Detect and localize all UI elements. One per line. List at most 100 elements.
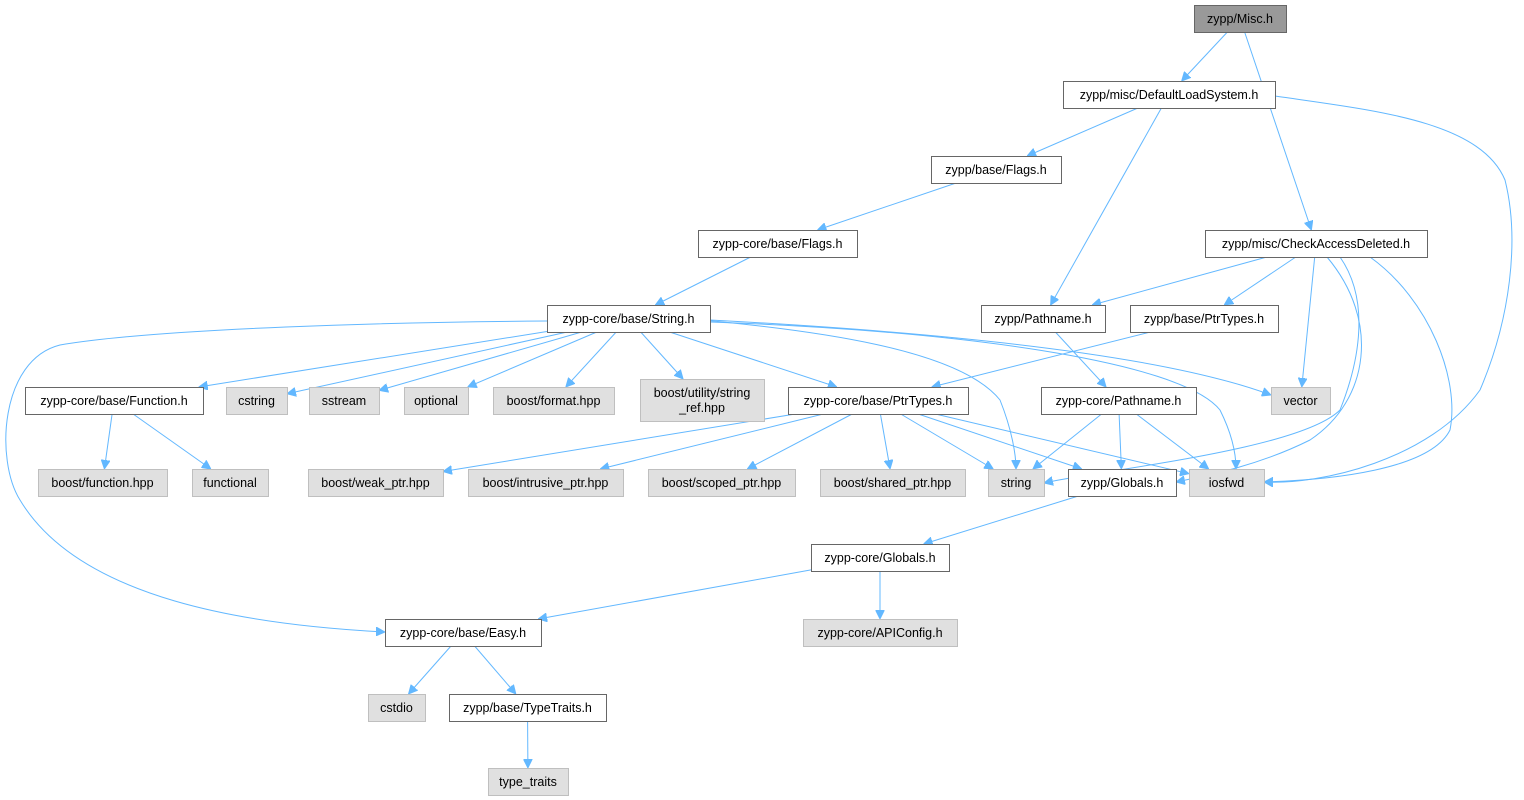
node-functional: functional bbox=[192, 469, 269, 497]
edge-dls-to-iosfwd bbox=[1264, 95, 1513, 482]
edge-cptr-to-bintr bbox=[600, 413, 824, 469]
node-cptr[interactable]: zypp-core/base/PtrTypes.h bbox=[788, 387, 969, 415]
node-box-cglobals bbox=[811, 544, 950, 572]
edge-string-to-bstrref bbox=[640, 331, 683, 379]
edge-pathname-to-cpathname bbox=[1055, 331, 1106, 387]
node-box-bweak bbox=[308, 469, 444, 497]
edge-misc-to-cad bbox=[1244, 31, 1312, 230]
node-cglobals[interactable]: zypp-core/Globals.h bbox=[811, 544, 950, 572]
edge-cptr-to-stdstring bbox=[900, 413, 994, 469]
edge-cad-to-ptr bbox=[1224, 256, 1297, 305]
node-cstring: cstring bbox=[226, 387, 288, 415]
node-bweak: boost/weak_ptr.hpp bbox=[308, 469, 444, 497]
node-bstrref: boost/utility/string_ref.hpp bbox=[640, 379, 765, 422]
node-function[interactable]: zypp-core/base/Function.h bbox=[25, 387, 204, 415]
node-cad[interactable]: zypp/misc/CheckAccessDeleted.h bbox=[1205, 230, 1428, 258]
edge-cad-to-vector bbox=[1302, 256, 1316, 387]
node-label-globals: zypp/Globals.h bbox=[1081, 476, 1164, 490]
node-dls[interactable]: zypp/misc/DefaultLoadSystem.h bbox=[1063, 81, 1276, 109]
node-label-pathname: zypp/Pathname.h bbox=[994, 312, 1091, 326]
edge-cpathname-to-globals bbox=[1119, 413, 1121, 469]
node-label-cstdio: cstdio bbox=[380, 701, 413, 715]
node-box-bfunction bbox=[38, 469, 168, 497]
node-label-flags: zypp/base/Flags.h bbox=[945, 163, 1046, 177]
node-typetraits[interactable]: zypp/base/TypeTraits.h bbox=[449, 694, 607, 722]
node-bscoped: boost/scoped_ptr.hpp bbox=[648, 469, 796, 497]
node-label-stdstring: string bbox=[1001, 476, 1032, 490]
node-label-cglobals: zypp-core/Globals.h bbox=[824, 551, 935, 565]
node-bshared: boost/shared_ptr.hpp bbox=[820, 469, 966, 497]
edge-cpathname-to-iosfwd bbox=[1135, 413, 1208, 469]
node-label-cstring: cstring bbox=[238, 394, 275, 408]
node-string[interactable]: zypp-core/base/String.h bbox=[547, 305, 711, 333]
node-box-optional bbox=[404, 387, 469, 415]
node-box-vector bbox=[1271, 387, 1331, 415]
edge-cpathname-to-stdstring bbox=[1033, 413, 1102, 469]
nodes-layer: zypp/Misc.h zypp/misc/DefaultLoadSystem.h… bbox=[25, 5, 1428, 796]
node-box-misc bbox=[1194, 5, 1287, 33]
edges-layer bbox=[5, 31, 1513, 768]
node-label-easy: zypp-core/base/Easy.h bbox=[400, 626, 526, 640]
node-easy[interactable]: zypp-core/base/Easy.h bbox=[385, 619, 542, 647]
node-bfunction: boost/function.hpp bbox=[38, 469, 168, 497]
edge-cptr-to-bshared bbox=[879, 413, 890, 469]
node-misc: zypp/Misc.h bbox=[1194, 5, 1287, 33]
edge-string-to-sstream bbox=[379, 331, 582, 390]
edge-string-to-cptr bbox=[669, 331, 837, 387]
node-label-functional: functional bbox=[203, 476, 257, 490]
node-box-sstream bbox=[309, 387, 380, 415]
node-box-function bbox=[25, 387, 204, 415]
node-box-apiconfig bbox=[803, 619, 958, 647]
edge-string-to-iosfwd bbox=[709, 321, 1236, 469]
node-label-string: zypp-core/base/String.h bbox=[562, 312, 694, 326]
node-box-bstrref bbox=[640, 379, 765, 422]
node-pathname[interactable]: zypp/Pathname.h bbox=[981, 305, 1106, 333]
edge-string-to-vector bbox=[709, 319, 1271, 395]
node-globals[interactable]: zypp/Globals.h bbox=[1068, 469, 1177, 497]
edge-misc-to-dls bbox=[1182, 31, 1228, 81]
node-label-sstream: sstream bbox=[322, 394, 366, 408]
node-box-stdstring bbox=[988, 469, 1045, 497]
node-box-cad bbox=[1205, 230, 1428, 258]
node-label-dls: zypp/misc/DefaultLoadSystem.h bbox=[1080, 88, 1259, 102]
node-label-cflags: zypp-core/base/Flags.h bbox=[713, 237, 843, 251]
edge-cad-to-globals bbox=[1176, 256, 1362, 482]
node-label-bscoped: boost/scoped_ptr.hpp bbox=[662, 476, 782, 490]
edge-cglobals-to-easy bbox=[538, 569, 812, 619]
edge-string-to-optional bbox=[468, 331, 597, 387]
node-iosfwd: iosfwd bbox=[1189, 469, 1265, 497]
node-box-bformat bbox=[493, 387, 615, 415]
edge-cad-to-iosfwd bbox=[1264, 256, 1453, 482]
node-box-bintr bbox=[468, 469, 624, 497]
edge-globals-to-cglobals bbox=[924, 495, 1079, 544]
node-label-misc: zypp/Misc.h bbox=[1207, 12, 1273, 26]
edge-cptr-to-bscoped bbox=[747, 413, 853, 469]
node-box-string bbox=[547, 305, 711, 333]
node-cstdio: cstdio bbox=[368, 694, 426, 722]
edge-string-to-bformat bbox=[566, 331, 617, 387]
edge-cptr-to-globals bbox=[918, 413, 1082, 469]
node-box-cflags bbox=[698, 230, 858, 258]
edge-function-to-bfunction bbox=[104, 413, 113, 469]
node-apiconfig: zypp-core/APIConfig.h bbox=[803, 619, 958, 647]
node-box-cstring bbox=[226, 387, 288, 415]
edge-cptr-to-iosfwd bbox=[935, 413, 1189, 474]
edge-string-to-function bbox=[199, 331, 548, 388]
node-vector: vector bbox=[1271, 387, 1331, 415]
node-bintr: boost/intrusive_ptr.hpp bbox=[468, 469, 624, 497]
node-ptr[interactable]: zypp/base/PtrTypes.h bbox=[1130, 305, 1279, 333]
node-cflags[interactable]: zypp-core/base/Flags.h bbox=[698, 230, 858, 258]
node-box-iosfwd bbox=[1189, 469, 1265, 497]
node-box-cptr bbox=[788, 387, 969, 415]
node-box-type_traits bbox=[488, 768, 569, 796]
node-sstream: sstream bbox=[309, 387, 380, 415]
node-cpathname[interactable]: zypp-core/Pathname.h bbox=[1041, 387, 1197, 415]
node-box-pathname bbox=[981, 305, 1106, 333]
node-box-flags bbox=[931, 156, 1062, 184]
node-stdstring: string bbox=[988, 469, 1045, 497]
node-label-bstrref-2: _ref.hpp bbox=[678, 401, 725, 415]
node-flags[interactable]: zypp/base/Flags.h bbox=[931, 156, 1062, 184]
node-box-dls bbox=[1063, 81, 1276, 109]
